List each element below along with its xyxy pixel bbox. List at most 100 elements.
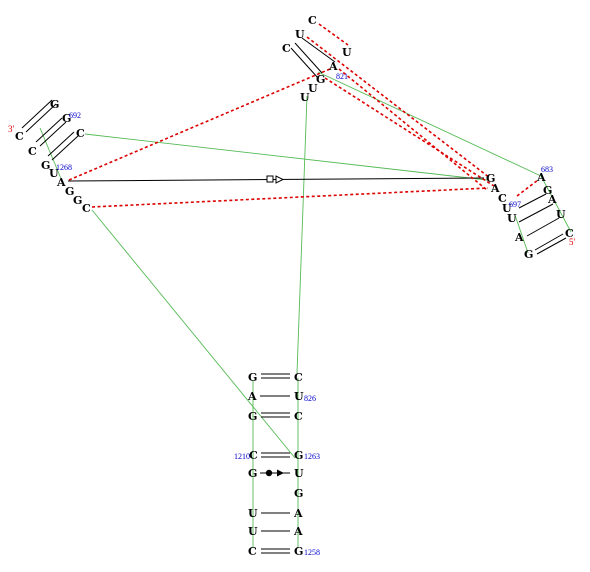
residue-number: 1210 — [234, 452, 250, 461]
pair-line — [290, 47, 319, 79]
nucleotide-a: A — [547, 193, 557, 206]
pair-line — [47, 131, 75, 157]
nucleotide-g: G — [543, 184, 552, 197]
nucleotide-c: C — [249, 449, 258, 462]
nucleotide-g: G — [62, 112, 71, 125]
nucleotide-a: A — [56, 176, 66, 189]
nucleotide-u: U — [248, 525, 258, 538]
pair-line — [39, 121, 67, 147]
pair-line — [51, 135, 79, 161]
strand-ends: 3' 5' — [8, 124, 576, 247]
noncanonical-interaction-short — [260, 469, 290, 477]
nucleotide-u: U — [556, 208, 566, 221]
nucleotide-u: U — [300, 91, 310, 104]
nucleotide-u: U — [248, 507, 258, 520]
tertiary-line — [91, 187, 489, 208]
nucleotide-u: U — [502, 202, 512, 215]
base-pair-lines — [21, 37, 567, 554]
tertiary-line — [338, 68, 488, 191]
pair-line — [21, 99, 53, 129]
nucleotide-c: C — [82, 202, 91, 215]
pair-line — [25, 103, 57, 133]
nucleotide-u: U — [295, 28, 305, 41]
nucleotide-a: A — [247, 390, 257, 403]
nucleotide-g: G — [486, 172, 495, 185]
nucleotide-g: G — [316, 73, 325, 86]
nucleotide-g: G — [50, 98, 59, 111]
circle-symbol-icon — [265, 469, 273, 477]
nucleotide-u: U — [308, 82, 318, 95]
nucleotide-g: G — [65, 185, 74, 198]
residue-number: 1263 — [304, 452, 320, 461]
nucleotide-u: U — [507, 212, 517, 225]
nucleotide-a: A — [293, 507, 303, 520]
tertiary-line — [324, 77, 495, 187]
pair-line — [534, 233, 564, 251]
nucleotide-g: G — [294, 487, 303, 500]
nucleotide-g: G — [248, 467, 257, 480]
nucleotide-g: G — [294, 449, 303, 462]
pair-line — [536, 237, 567, 255]
nucleotide-u: U — [342, 46, 352, 59]
pair-line — [518, 203, 554, 223]
three-prime-label: 3' — [8, 124, 15, 134]
residue-number: 821 — [336, 72, 348, 81]
nucleotide-c: C — [248, 545, 257, 558]
nucleotide-a: A — [293, 525, 303, 538]
nucleotide-g: G — [41, 159, 50, 172]
pair-line — [518, 193, 547, 209]
nucleotide-u: U — [294, 390, 304, 403]
backbone-line — [39, 127, 63, 182]
backbone-line — [91, 209, 296, 459]
tertiary-line — [306, 36, 491, 179]
nucleotide-c: C — [76, 127, 85, 140]
nucleotide-g: G — [294, 545, 303, 558]
nucleotide-g: G — [248, 410, 257, 423]
noncanonical-interaction-long — [67, 175, 485, 184]
nucleotide-c: C — [15, 130, 24, 143]
residue-number: 683 — [541, 165, 553, 174]
nucleotide-c: C — [294, 371, 303, 384]
nucleotide-c: C — [282, 42, 291, 55]
pair-line — [526, 217, 560, 237]
backbone-line — [514, 214, 529, 254]
backbone-lines — [39, 71, 572, 548]
backbone-line — [540, 175, 572, 233]
nucleotide-a: A — [514, 231, 524, 244]
nucleotide-c: C — [28, 145, 37, 158]
residue-numbers: 821 692 1268 683 697 826 1210 1263 1258 — [56, 72, 553, 557]
nucleotide-a: A — [328, 60, 338, 73]
backbone-line — [84, 133, 488, 181]
residue-number: 692 — [69, 111, 81, 120]
backbone-line — [317, 71, 542, 177]
residue-number: 1258 — [304, 548, 320, 557]
nucleotide-c: C — [308, 14, 317, 27]
tertiary-line — [68, 68, 331, 181]
backbone-line — [296, 95, 308, 374]
nucleotide-a: A — [490, 182, 500, 195]
pair-line — [301, 37, 336, 63]
nucleotide-c: C — [565, 227, 574, 240]
nucleotide-g: G — [248, 371, 257, 384]
tertiary-line — [516, 179, 539, 197]
nucleotide-c: C — [498, 192, 507, 205]
nucleotide-u: U — [294, 467, 304, 480]
tertiary-line — [318, 23, 349, 46]
triangle-symbol-icon — [277, 469, 284, 477]
residue-number: 1268 — [56, 163, 72, 172]
residue-number: 697 — [509, 200, 521, 209]
tertiary-interactions — [68, 23, 539, 208]
triangle-symbol-icon — [275, 175, 285, 184]
nucleotide-a: A — [536, 171, 546, 184]
nucleotide-u: U — [49, 167, 59, 180]
pair-line — [35, 117, 63, 143]
residue-number: 826 — [304, 394, 316, 403]
nucleotides: C U U C A G U U G G C C C G U A G G C A … — [15, 14, 574, 558]
nucleotide-g: G — [524, 248, 533, 261]
nucleotide-c: C — [294, 410, 303, 423]
nucleotide-g: G — [73, 194, 82, 207]
pair-line — [294, 42, 323, 74]
square-symbol-icon — [266, 175, 274, 183]
five-prime-label: 5' — [569, 237, 576, 247]
